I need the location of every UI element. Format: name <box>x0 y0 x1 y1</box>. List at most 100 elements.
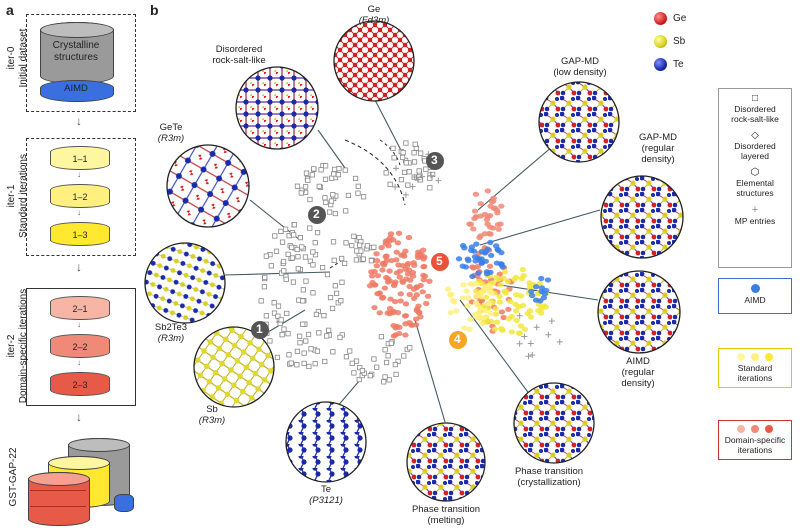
domain-specific-point <box>469 264 476 270</box>
domain-specific-point <box>470 226 477 232</box>
legend-standard-box: Standard iterations <box>718 348 792 388</box>
gray-point <box>339 279 345 285</box>
gray-point <box>310 249 316 255</box>
gray-point <box>281 326 287 332</box>
gray-point <box>336 165 342 172</box>
domain-specific-point <box>467 221 475 227</box>
gray-point <box>274 354 281 361</box>
gray-point <box>347 348 353 354</box>
standard-point <box>444 286 452 292</box>
domain-specific-point <box>484 221 491 227</box>
gray-point <box>345 192 352 199</box>
domain-specific-point <box>402 248 409 254</box>
domain-specific-point <box>393 249 400 255</box>
domain-specific-point <box>423 300 430 307</box>
standard-point <box>453 308 460 314</box>
domain-specific-point <box>477 201 485 207</box>
gray-point <box>359 367 366 374</box>
domain-specific-point <box>424 293 432 299</box>
aimd-point <box>482 249 489 255</box>
element-legend-te: Te <box>654 58 684 71</box>
mp-entry-point <box>409 183 416 190</box>
standard-point <box>482 308 489 314</box>
standard-point <box>487 310 495 316</box>
domain-specific-point <box>383 253 390 259</box>
domain-specific-point <box>380 294 387 301</box>
domain-specific-point <box>426 278 433 284</box>
gray-point <box>349 360 355 366</box>
gray-point <box>301 360 307 367</box>
standard-point <box>465 295 472 301</box>
gray-point <box>305 331 312 338</box>
iter2-step-1: 2–1 <box>50 296 110 320</box>
circle-sb2te3 <box>144 242 226 324</box>
iter1-steps: 1–1 ↓ 1–2 ↓ 1–3 <box>50 146 110 246</box>
gray-point <box>351 233 357 239</box>
legend-aimd-label: AIMD <box>744 295 766 305</box>
gray-point <box>281 268 287 274</box>
gray-point <box>406 169 412 175</box>
gray-point <box>284 310 290 317</box>
domain-specific-point <box>402 332 409 338</box>
domain-specific-point <box>388 257 395 264</box>
domain-specific-point <box>385 243 392 249</box>
domain-specific-point <box>498 309 506 315</box>
gray-point <box>355 190 361 196</box>
cluster-num-4: 4 <box>454 332 461 346</box>
domain-specific-point <box>387 296 394 302</box>
aimd-point <box>538 289 545 295</box>
gray-point <box>388 340 395 346</box>
domain-specific-point <box>369 279 376 286</box>
gray-point <box>301 350 307 356</box>
gray-point <box>312 240 318 246</box>
label-aimd-regular: AIMD (regular density) <box>621 356 655 389</box>
gray-point <box>305 177 311 183</box>
gray-point <box>360 194 367 200</box>
domain-specific-point <box>395 262 402 268</box>
domain-specific-point <box>397 291 404 297</box>
standard-point <box>493 275 500 281</box>
dashed-arc-1 <box>344 139 406 206</box>
domain-specific-point <box>401 313 409 319</box>
domain-specific-point <box>386 238 393 244</box>
standard-point <box>519 267 527 273</box>
standard-point <box>477 306 484 312</box>
gray-point <box>285 331 291 337</box>
circle-ge <box>333 20 415 102</box>
aimd-point <box>469 273 476 280</box>
gray-point <box>327 294 334 301</box>
circle-sb <box>193 326 275 408</box>
aimd-point <box>478 260 485 266</box>
label-gapmd-low: GAP-MD (low density) <box>553 56 607 78</box>
gray-point <box>329 305 336 312</box>
cluster-badge-1 <box>251 321 269 339</box>
circle-disordered-rs <box>235 66 319 150</box>
domain-specific-point <box>498 203 505 209</box>
mp-entry-point <box>525 353 532 360</box>
gray-point <box>278 317 284 323</box>
gray-point <box>357 365 363 371</box>
domain-specific-point <box>406 291 413 298</box>
plus-marker-icon: + <box>751 204 759 216</box>
gray-point <box>392 361 398 368</box>
standard-point <box>487 318 495 324</box>
gray-point <box>307 225 313 231</box>
gray-point <box>349 242 355 249</box>
standard-point <box>502 288 509 294</box>
gray-point <box>312 252 319 258</box>
gray-point <box>280 258 287 265</box>
gray-point <box>328 175 335 181</box>
sb-ball-icon <box>654 35 667 48</box>
diamond-marker-icon: ◇ <box>751 130 759 141</box>
gray-point <box>395 358 401 364</box>
element-legend-sb: Sb <box>654 35 685 48</box>
gray-point <box>332 283 338 289</box>
domain-specific-point <box>403 262 411 269</box>
domain-specific-point <box>500 314 507 321</box>
gray-point <box>297 234 303 241</box>
domain-specific-point <box>471 215 478 222</box>
aimd-point <box>461 245 468 251</box>
gray-point <box>290 279 297 285</box>
gray-point <box>355 183 361 189</box>
standard-point <box>479 321 486 327</box>
